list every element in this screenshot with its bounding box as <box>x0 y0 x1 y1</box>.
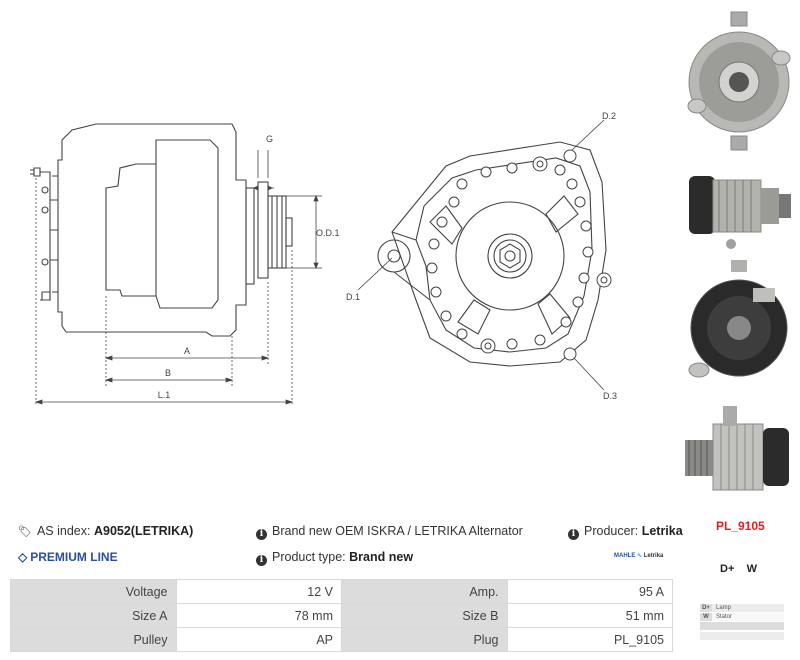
premium-line-badge: ◇PREMIUM LINE <box>18 550 118 564</box>
product-type: i Product type: Brand new <box>256 550 413 566</box>
spec-label: Plug <box>341 627 508 652</box>
dim-a-label: A <box>184 346 190 356</box>
spec-value: AP <box>175 627 342 652</box>
diamond-icon: ◇ <box>18 550 28 564</box>
dim-d2-label: D.2 <box>602 111 616 121</box>
dim-d1-label: D.1 <box>346 292 360 302</box>
info-icon: i <box>568 529 579 540</box>
plug-terminal-desc: Stator <box>716 614 733 620</box>
plug-legend-row: W Stator <box>700 613 784 621</box>
letrika-logo-text: Letrika <box>643 553 664 559</box>
plug-legend-blank-row <box>700 632 784 640</box>
spec-value: 78 mm <box>175 603 342 628</box>
producer-value: Letrika <box>641 524 683 538</box>
as-index-value: A9052(LETRIKA) <box>93 524 194 538</box>
tag-icon: 🏷︎ <box>18 526 32 538</box>
product-photo-front <box>688 260 788 378</box>
plug-terminal-desc: Lamp <box>716 605 732 611</box>
spec-label: Voltage <box>10 579 177 604</box>
plug-terminal-key: D+ <box>700 604 712 612</box>
info-icon: i <box>256 529 267 540</box>
product-type-label: Product type: <box>272 550 346 564</box>
spec-label: Size B <box>341 603 508 628</box>
side-view-drawing: G O.D.1 A B L.1 <box>30 123 340 406</box>
product-photo-rear <box>687 11 791 151</box>
spec-value: 95 A <box>506 579 673 604</box>
spec-label: Size A <box>10 603 177 628</box>
spec-value: 12 V <box>175 579 342 604</box>
front-view-drawing: D.2 D.1 D.3 <box>346 111 617 401</box>
dim-g-label: G <box>266 134 273 144</box>
dim-od1-label: O.D.1 <box>316 228 340 238</box>
product-photo-side-1 <box>689 176 791 249</box>
plug-legend-blank-row <box>700 622 784 630</box>
description-text: Brand new OEM ISKRA / LETRIKA Alternator <box>272 524 523 538</box>
plug-terminals-header: D+ W <box>720 563 757 575</box>
as-index: 🏷︎ AS index: A9052(LETRIKA) <box>18 524 193 538</box>
product-type-value: Brand new <box>349 550 414 564</box>
premium-line-text: PREMIUM LINE <box>30 550 118 564</box>
product-description: i Brand new OEM ISKRA / LETRIKA Alternato… <box>256 524 523 540</box>
dim-d3-label: D.3 <box>603 391 617 401</box>
spec-value: PL_9105 <box>506 627 673 652</box>
producer: i Producer: Letrika <box>568 524 683 540</box>
plug-legend-row: D+ Lamp <box>700 604 784 612</box>
plug-code-label: PL_9105 <box>716 519 765 533</box>
product-photo-side-2 <box>685 406 789 491</box>
mahle-letrika-logo: MAHLE ∿ Letrika <box>614 553 664 559</box>
mahle-logo-text: MAHLE <box>614 553 636 559</box>
spec-value: 51 mm <box>506 603 673 628</box>
dim-b-label: B <box>165 368 171 378</box>
dim-l1-label: L.1 <box>158 390 171 400</box>
producer-label: Producer: <box>584 524 639 538</box>
as-index-label: AS index: <box>36 524 91 538</box>
info-icon: i <box>256 555 267 566</box>
spec-label: Pulley <box>10 627 177 652</box>
spec-label: Amp. <box>341 579 508 604</box>
plug-terminal-key: W <box>700 613 712 621</box>
